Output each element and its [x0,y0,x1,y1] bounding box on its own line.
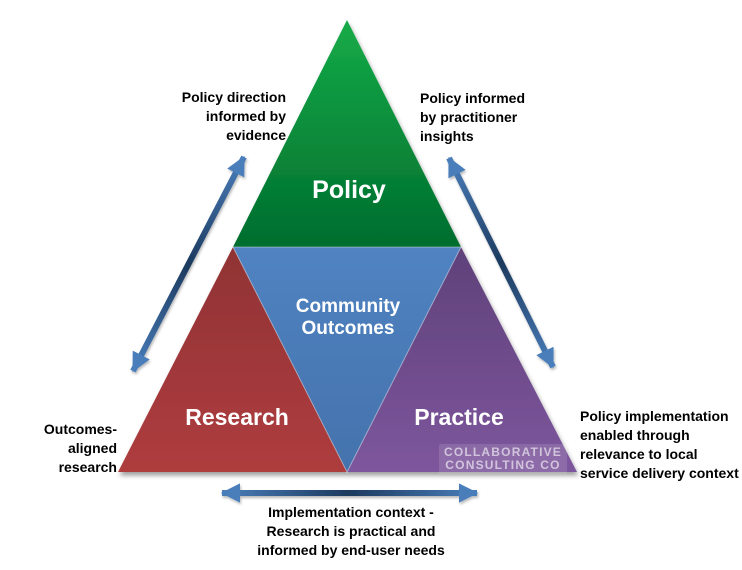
policy-label: Policy [312,176,386,204]
annotation-outcomes-aligned-research: Outcomes-aligned research [43,421,117,475]
practice-label: Practice [414,404,504,430]
right-double-arrow-icon [446,156,556,369]
watermark: COLLABORATIVE CONSULTING CO [438,444,568,474]
annotation-policy-implementation: Policy implementation enabled through re… [580,408,739,481]
policy-triangle [233,20,461,247]
community-outcomes-triangle [232,246,462,474]
community-outcomes-label: Community Outcomes [295,296,401,339]
left-double-arrow-icon [130,155,247,373]
annotation-practitioner-insights: Policy informed by practitioner insights [420,90,526,144]
annotation-policy-direction: Policy direction informed by evidence [181,89,286,143]
annotation-implementation-context: Implementation context - Research is pra… [257,504,445,558]
arrows [130,155,556,503]
research-label: Research [185,404,289,430]
